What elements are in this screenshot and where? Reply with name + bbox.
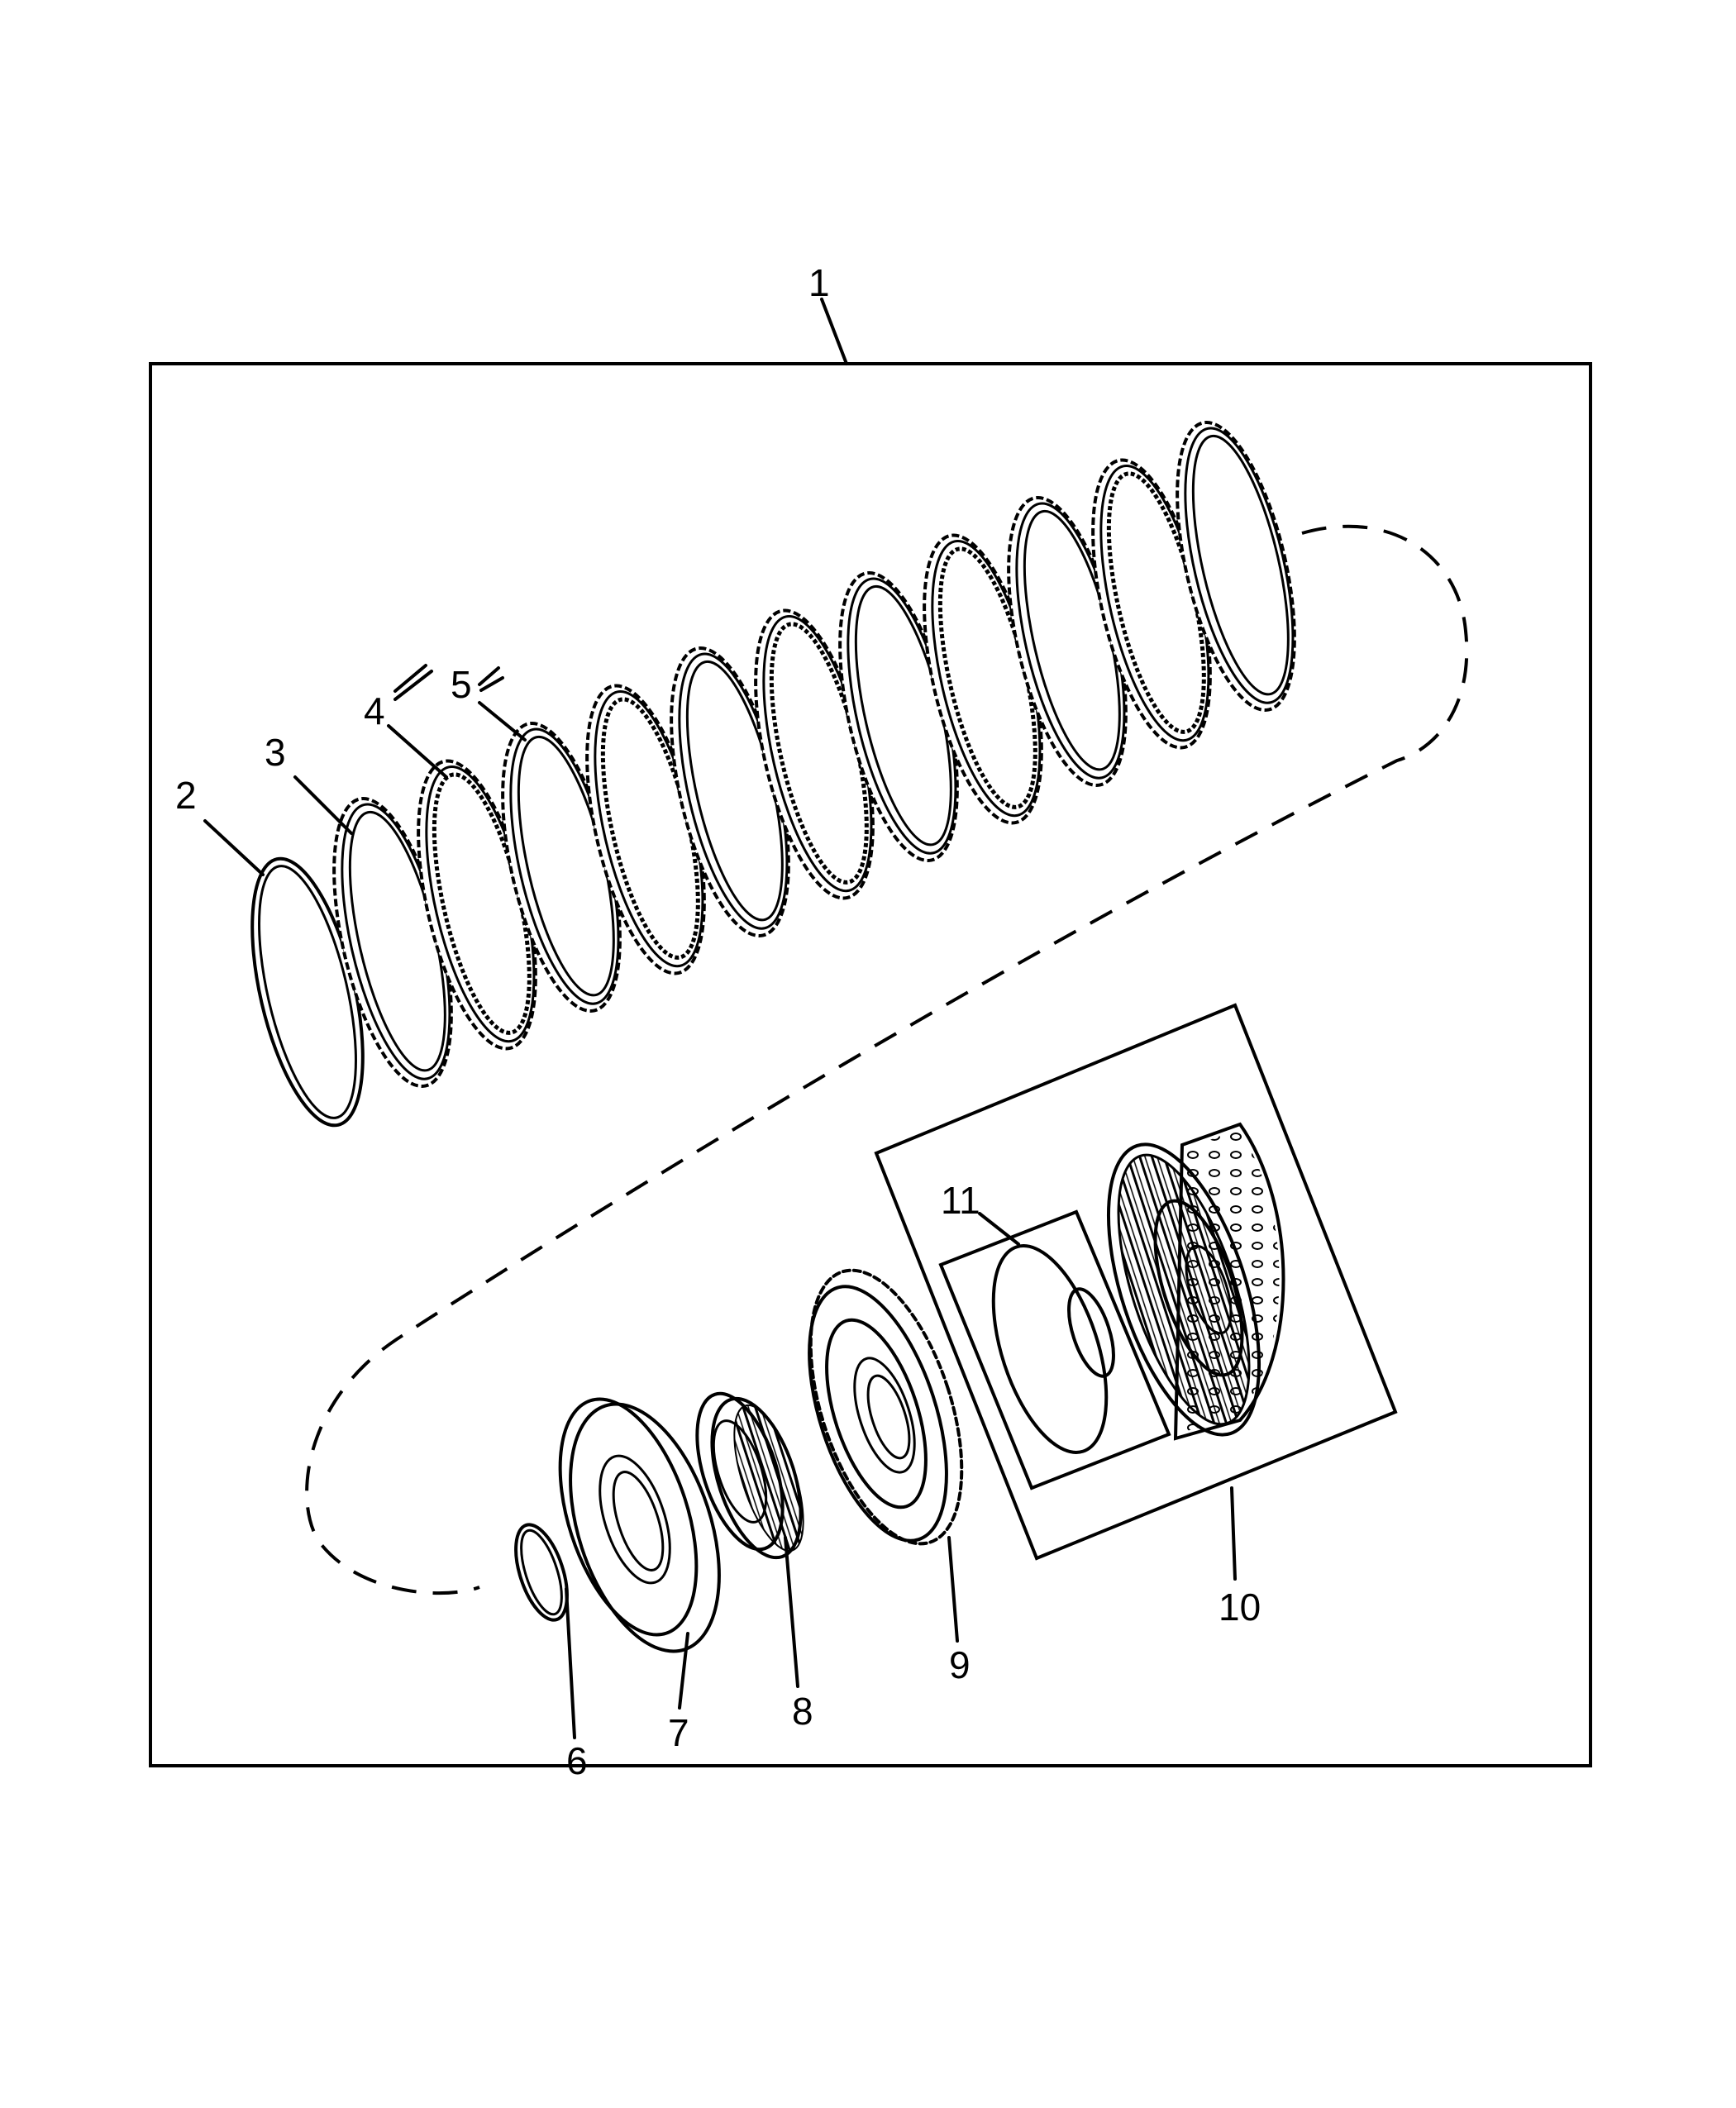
leader-lines xyxy=(203,298,1237,1739)
clutch-ring xyxy=(332,797,453,1088)
callout-11: 11 xyxy=(941,1179,980,1222)
seal-large-part xyxy=(991,1244,1109,1454)
small-snap-ring-part xyxy=(514,1523,569,1622)
callout-10: 10 xyxy=(1219,1586,1261,1629)
callout-4: 4 xyxy=(364,689,385,732)
callout-5: 5 xyxy=(451,663,472,706)
callout-9: 9 xyxy=(949,1643,971,1686)
clutch-pack-rings xyxy=(332,421,1296,1088)
clutch-ring xyxy=(1176,421,1296,712)
roller-clutch-part xyxy=(695,1391,804,1560)
callout-2: 2 xyxy=(175,774,197,817)
callout-3: 3 xyxy=(265,731,286,774)
seal-small-part xyxy=(1067,1287,1115,1378)
callout-7: 7 xyxy=(668,1711,689,1754)
assembly-dashed-path xyxy=(305,524,1469,1595)
clutch-drum-part xyxy=(1106,1122,1285,1441)
callout-6: 6 xyxy=(566,1739,588,1782)
backing-plate-part xyxy=(558,1397,721,1653)
callout-8: 8 xyxy=(792,1690,813,1733)
callout-1: 1 xyxy=(808,261,830,304)
hub-part xyxy=(808,1268,964,1546)
seal-kit-frame xyxy=(938,1209,1171,1490)
